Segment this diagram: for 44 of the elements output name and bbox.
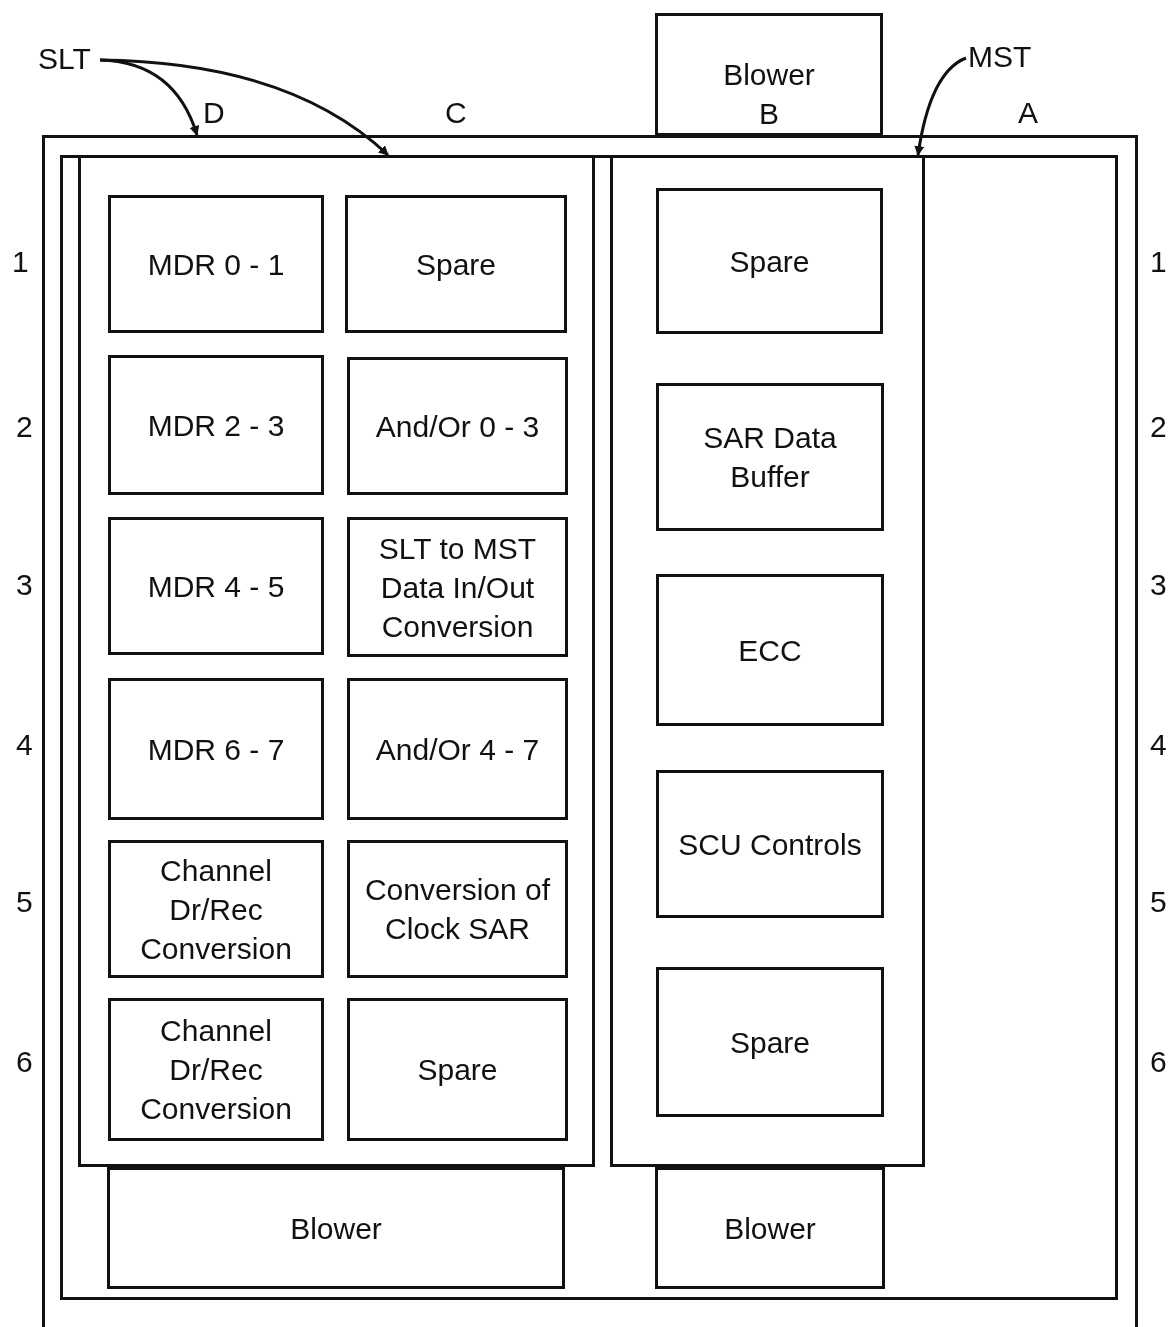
- module-box: MDR 6 - 7: [108, 678, 324, 820]
- module-box: Blower: [655, 1167, 885, 1289]
- row-number: 1: [1150, 245, 1167, 279]
- module-text: Blower: [722, 57, 816, 93]
- module-text: SLT: [38, 42, 91, 75]
- column-letter: A: [1018, 96, 1038, 130]
- module-box: Spare: [347, 998, 568, 1141]
- leader-arrow: [914, 56, 967, 156]
- rack-panel: [78, 155, 595, 1167]
- module-box: Conversion of Clock SAR: [347, 840, 568, 978]
- module-box: SAR Data Buffer: [656, 383, 884, 531]
- module-box: Spare: [656, 188, 883, 334]
- module-box: Spare: [656, 967, 884, 1117]
- column-letter: D: [203, 96, 225, 130]
- module-box: Channel Dr/Rec Conversion: [108, 840, 324, 978]
- module-box: MDR 4 - 5: [108, 517, 324, 655]
- leader-arrow: [99, 58, 199, 136]
- module-box: Blower: [107, 1167, 565, 1289]
- row-number: 4: [1150, 728, 1167, 762]
- module-text: B: [758, 96, 780, 132]
- row-number: 1: [12, 245, 29, 279]
- leader-arrow: [99, 58, 389, 157]
- row-number: 2: [1150, 410, 1167, 444]
- rack-panel: [610, 155, 925, 1167]
- row-number: 5: [16, 885, 33, 919]
- module-box: And/Or 0 - 3: [347, 357, 568, 495]
- module-box: SCU Controls: [656, 770, 884, 918]
- module-box: Channel Dr/Rec Conversion: [108, 998, 324, 1141]
- row-number: 3: [1150, 568, 1167, 602]
- module-box: SLT to MST Data In/Out Conversion: [347, 517, 568, 657]
- row-number: 4: [16, 728, 33, 762]
- row-number: 2: [16, 410, 33, 444]
- row-number: 6: [1150, 1045, 1167, 1079]
- row-number: 3: [16, 568, 33, 602]
- module-text: MST: [968, 40, 1032, 73]
- module-box: MDR 2 - 3: [108, 355, 324, 495]
- row-number: 6: [16, 1045, 33, 1079]
- row-number: 5: [1150, 885, 1167, 919]
- module-box: MDR 0 - 1: [108, 195, 324, 333]
- blower-box: [655, 13, 883, 136]
- module-box: And/Or 4 - 7: [347, 678, 568, 820]
- column-letter: C: [445, 96, 467, 130]
- module-box: Spare: [345, 195, 567, 333]
- module-box: ECC: [656, 574, 884, 726]
